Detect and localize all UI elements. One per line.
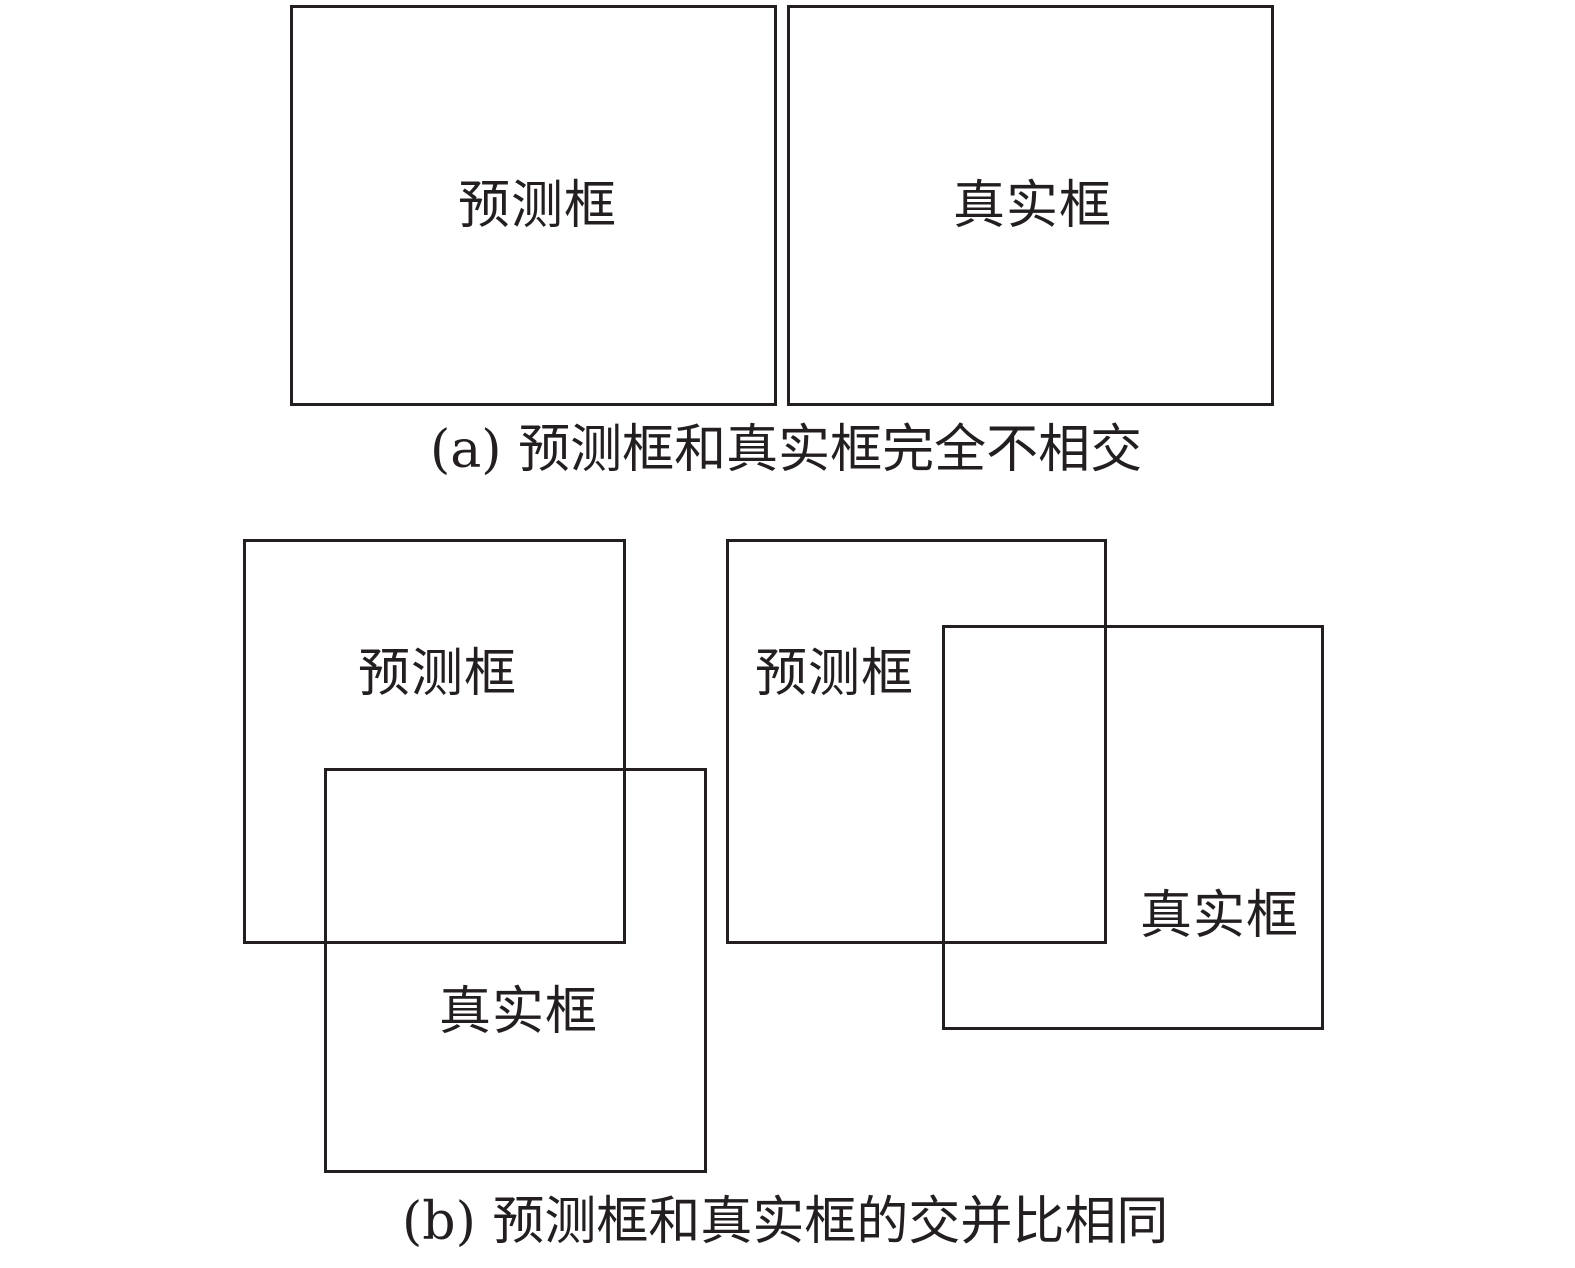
panel-b-left-ground-truth-label: 真实框: [439, 982, 599, 1042]
panel-a-ground-truth-box: [787, 5, 1274, 406]
panel-a-prediction-box: [290, 5, 777, 406]
panel-b-right-prediction-box: [726, 539, 1107, 944]
panel-a-ground-truth-label: 真实框: [953, 176, 1113, 236]
panel-a-prediction-label: 预测框: [458, 176, 618, 236]
panel-b-caption: (b) 预测框和真实框的交并比相同: [402, 1192, 1169, 1252]
panel-b-right-prediction-label: 预测框: [755, 644, 915, 704]
panel-a-caption: (a) 预测框和真实框完全不相交: [430, 420, 1143, 480]
panel-b-right-ground-truth-box: [942, 625, 1324, 1030]
panel-b-left-prediction-label: 预测框: [358, 644, 518, 704]
panel-b-right-ground-truth-label: 真实框: [1140, 886, 1300, 946]
panel-b-left-ground-truth-box: [324, 768, 707, 1173]
panel-b-left-prediction-box: [243, 539, 626, 944]
